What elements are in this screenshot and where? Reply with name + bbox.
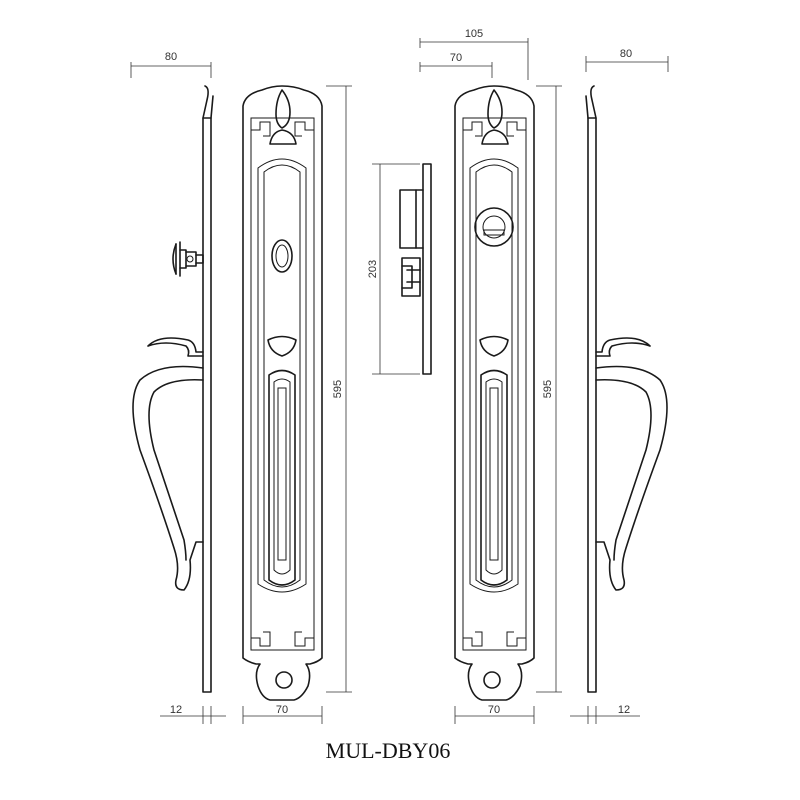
dim-left-thickness: 12 [170,704,182,716]
dim-left-overall-height: 595 [332,380,344,398]
left-flame-finial [269,89,297,145]
right-side-profile [585,85,668,693]
right-handle-slot [480,369,508,586]
dim-right-thickness: 12 [618,704,630,716]
left-front-plate [242,85,323,701]
dim-outer-width: 105 [465,28,483,40]
dim-right-plate-width: 70 [488,704,500,716]
dim-right-overall-height: 595 [542,380,554,398]
dim-left-projection: 80 [165,51,177,63]
dimension-lines [130,38,669,724]
dim-mortise-height: 203 [367,260,379,278]
left-thumb-slot [267,335,297,357]
right-flame-finial [481,89,509,145]
left-turn-hole [271,239,293,273]
left-side-profile [132,85,214,693]
model-title: MUL-DBY06 [326,738,451,763]
left-bottom-ring [275,671,293,689]
dim-left-plate-width: 70 [276,704,288,716]
left-handle-slot [268,369,296,586]
thumb-turn-knob [172,241,204,277]
right-thumb-slot [479,335,509,357]
right-front-plate [454,85,535,701]
mortise-lock-body [399,163,432,375]
key-cylinder [474,207,514,247]
right-grip-handle [595,365,668,591]
left-grip-handle [132,365,204,591]
right-bottom-ring [483,671,501,689]
dim-right-projection: 80 [620,48,632,60]
dim-inner-width: 70 [450,52,462,64]
